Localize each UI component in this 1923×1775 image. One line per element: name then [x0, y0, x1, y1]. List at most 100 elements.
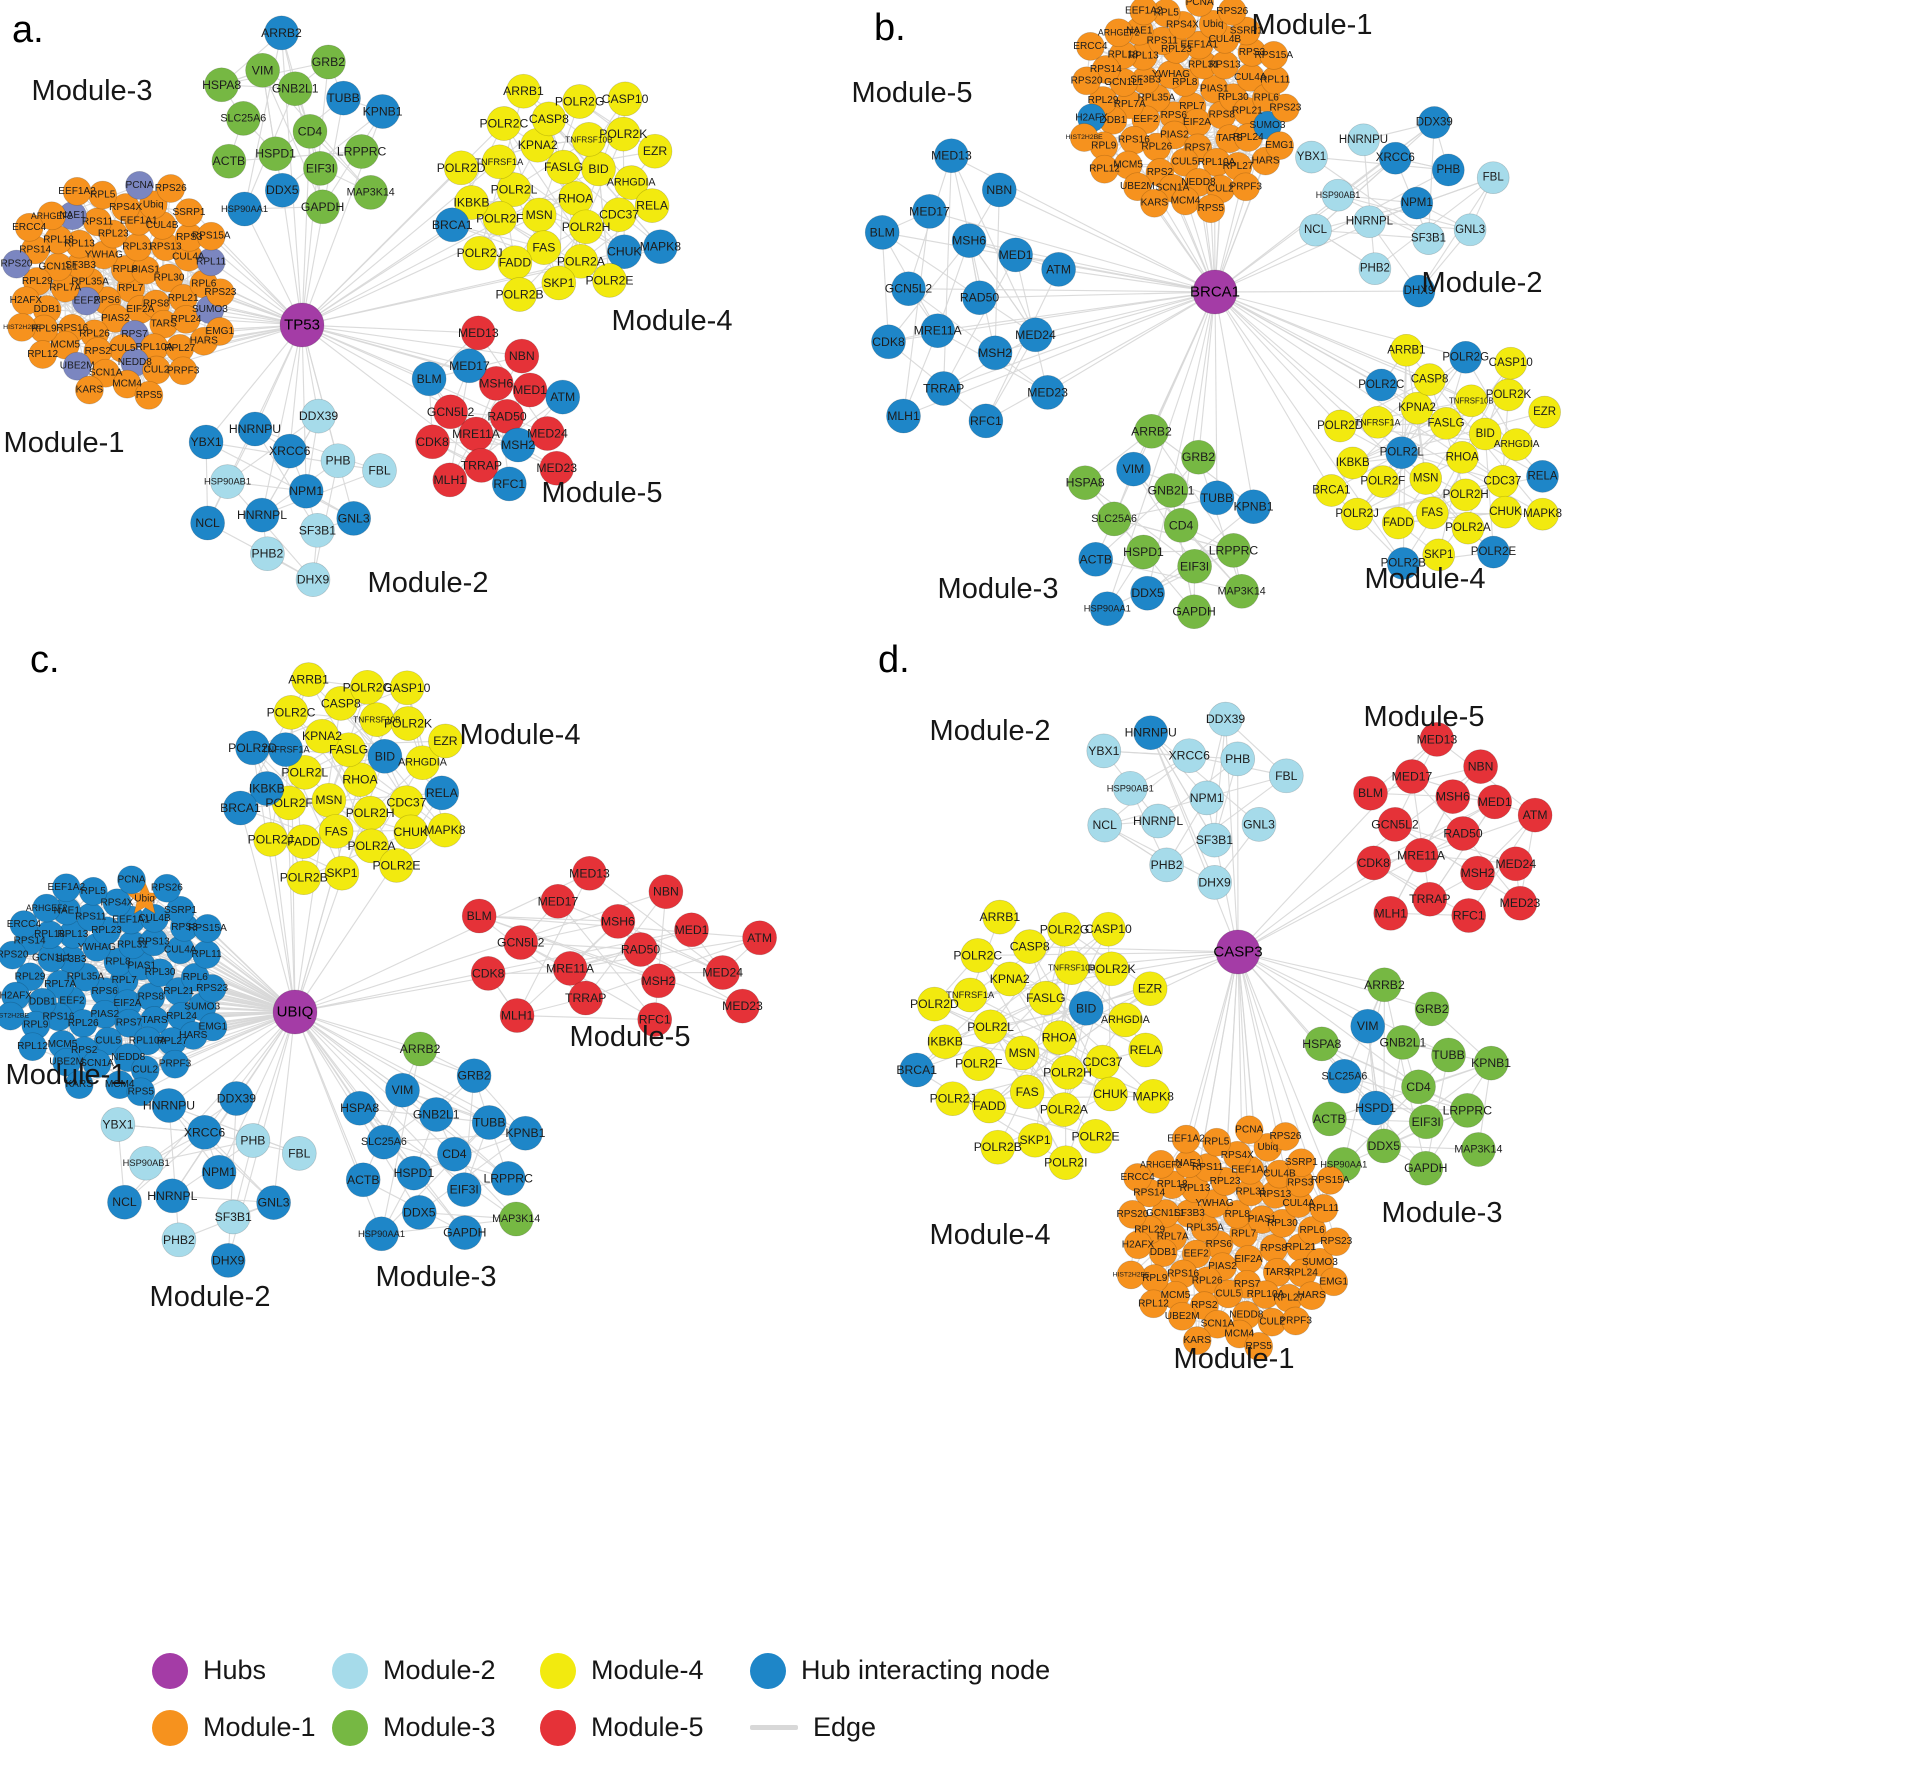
node-GRB2 [1414, 991, 1450, 1027]
node-TNFRSF10B [359, 702, 395, 737]
legend-item-hub-interacting-node: Hub interacting node [750, 1652, 1050, 1689]
node-SUMO3 [1305, 1247, 1335, 1277]
node-YBX1 [1086, 733, 1122, 769]
node-GAPDH [1408, 1150, 1444, 1186]
node-CHUK [1093, 1076, 1128, 1112]
node-SCN1A [82, 1049, 112, 1079]
node-ATM [1041, 252, 1076, 287]
node-POLR2E [592, 263, 627, 298]
legend-label-module-4: Module-4 [591, 1655, 704, 1685]
node-POLR2J [462, 235, 497, 271]
node-DHX9 [295, 562, 331, 597]
node-RPS20 [0, 940, 27, 970]
node-POLR2G [1449, 340, 1483, 374]
node-POLR2L [496, 172, 532, 207]
node-HSPA8 [342, 1090, 377, 1126]
node-RPL11 [1309, 1194, 1339, 1223]
hub-label-BRCA1: BRCA1 [1190, 284, 1240, 301]
node-GNB2L1 [277, 71, 313, 107]
node-NBN [981, 172, 1017, 208]
node-HNRNPU [237, 411, 273, 447]
node-TNFRSF1A [481, 144, 517, 180]
node-POLR2B [1386, 547, 1420, 580]
node-DHX9 [1197, 865, 1232, 900]
node-MRE11A [1403, 837, 1439, 873]
node-POLR2D [443, 150, 479, 186]
node-ARHGEF2 [1146, 1149, 1176, 1179]
module-label-b-Module-4: Module-4 [1365, 563, 1486, 595]
hub-node-UBIQ [272, 989, 318, 1035]
node-PCNA [1234, 1115, 1264, 1145]
node-FADD [286, 824, 321, 859]
node-HNRNPL [244, 497, 280, 533]
module-label-d-Module-3: Module-3 [1382, 1197, 1503, 1229]
node-SF3B1 [215, 1199, 251, 1235]
node-EEF1A2 [51, 873, 81, 903]
node-EEF1A2 [62, 177, 92, 206]
node-DDX5 [1366, 1128, 1402, 1164]
node-PIAS2 [101, 304, 130, 333]
node-POLR2G [562, 84, 597, 119]
node-POLR2B [286, 860, 322, 896]
node-XRCC6 [272, 433, 308, 469]
node-LRPPRC [344, 134, 379, 169]
node-MED17 [452, 348, 487, 384]
module-label-a-Module-3: Module-3 [32, 75, 153, 107]
panel-a: CD4HSPD1GNB2L1EIF3ISLC25A6TUBBDDX5VIMLRP… [1, 9, 733, 599]
node-MED13 [1419, 722, 1455, 757]
node-HIST2H2BE [1116, 1260, 1146, 1290]
node-HIST2H2BE [7, 312, 37, 342]
node-PHB [320, 443, 356, 479]
node-MED24 [1498, 846, 1534, 882]
node-BID [367, 738, 403, 774]
node-VIM [1350, 1008, 1386, 1044]
node-NBN [648, 874, 684, 910]
nodes-layer [0, 662, 777, 1278]
node-RELA [634, 188, 670, 223]
node-FASLG [546, 149, 581, 185]
node-SF3B1 [1197, 822, 1232, 858]
node-SLC25A6 [225, 101, 261, 136]
node-CASP10 [389, 670, 425, 706]
node-CUL5 [1170, 147, 1199, 177]
node-MAP3K14 [1461, 1132, 1496, 1167]
node-NBN [1463, 749, 1498, 784]
node-ARHGDIA [1108, 1002, 1143, 1038]
node-PCNA [117, 865, 146, 895]
node-EIF3I [446, 1172, 482, 1207]
node-CUL4B [140, 903, 169, 933]
node-MSH6 [600, 904, 636, 939]
node-FAS [526, 230, 562, 265]
node-KPNA2 [992, 961, 1028, 997]
node-TNFRSF1A [1361, 405, 1395, 439]
node-SSRP1 [174, 198, 204, 227]
node-SKP1 [324, 855, 360, 891]
node-ERCC4 [14, 212, 44, 242]
node-ATM [742, 920, 777, 956]
node-PHB2 [250, 536, 285, 572]
module-label-d-Module-4: Module-4 [930, 1219, 1051, 1251]
node-POLR2A [1451, 511, 1485, 545]
node-RHOA [342, 762, 378, 797]
node-LRPPRC [1216, 533, 1251, 568]
node-POLR2L [287, 755, 323, 790]
node-TUBB [471, 1105, 507, 1140]
node-RAD50 [623, 932, 658, 967]
legend-label-edge: Edge [813, 1712, 877, 1742]
hub-interacting-node-icon [750, 1652, 786, 1689]
node-HSPA8 [204, 67, 239, 103]
node-NCL [1087, 807, 1123, 843]
node-PHB2 [1149, 847, 1184, 883]
node-RPL12 [1090, 154, 1119, 184]
node-FBL [362, 453, 397, 488]
node-CASP8 [1413, 363, 1446, 396]
node-POLR2C [486, 106, 522, 141]
node-HIST2H2BE [1069, 123, 1099, 152]
node-ARHGEF2 [32, 893, 61, 923]
node-EEF2 [1181, 1239, 1211, 1269]
node-ERCC4 [9, 910, 39, 939]
node-RPS23 [206, 278, 235, 308]
node-PRPF3 [160, 1049, 190, 1079]
node-RPS26 [152, 873, 182, 903]
panel-letter-d: d. [878, 639, 910, 681]
